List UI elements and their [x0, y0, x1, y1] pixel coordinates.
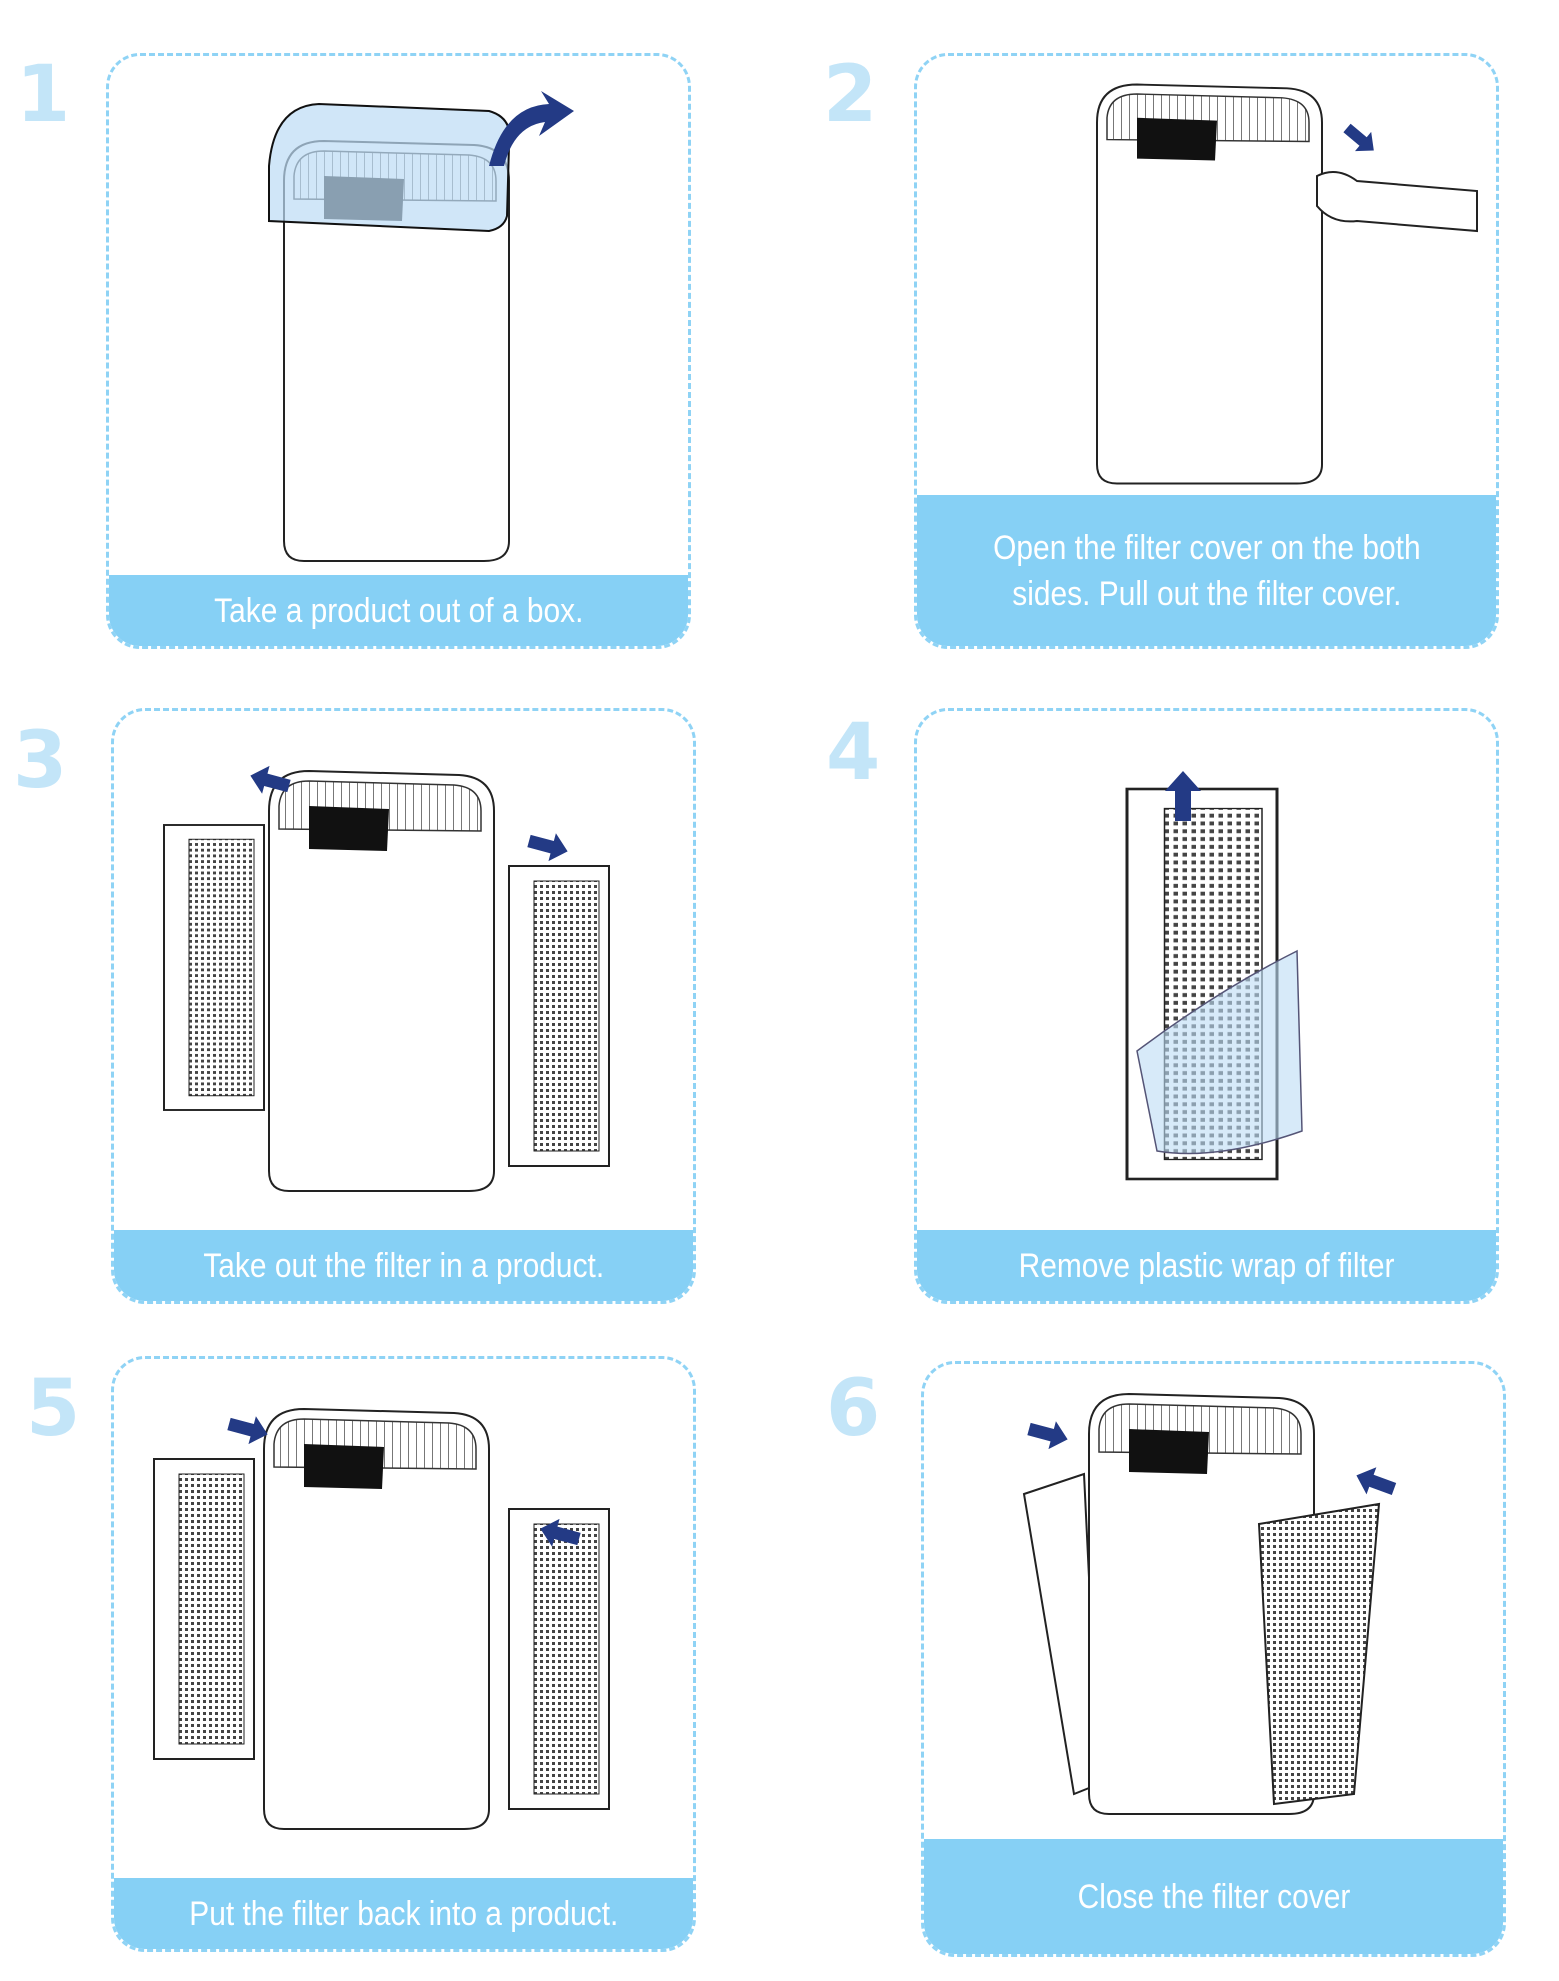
step-caption: Open the filter cover on the both sides.…	[917, 495, 1496, 646]
step-1-panel: Take a product out of a box.	[106, 53, 691, 649]
step-number: 5	[26, 1364, 81, 1454]
close-cover-illustration	[1022, 1393, 1399, 1815]
step-caption: Take out the filter in a product.	[114, 1230, 693, 1301]
step-caption: Put the filter back into a product.	[114, 1878, 693, 1949]
insert-filter-illustration	[153, 1408, 610, 1830]
step-5-panel: Put the filter back into a product.	[111, 1356, 696, 1952]
step-number: 2	[823, 50, 878, 140]
step-number: 3	[13, 716, 68, 806]
unwrap-filter-illustration	[1125, 771, 1303, 1181]
step-caption: Remove plastic wrap of filter	[917, 1230, 1496, 1301]
step-number: 4	[826, 708, 881, 798]
step-2-panel: Open the filter cover on the both sides.…	[914, 53, 1499, 649]
step-number: 6	[826, 1364, 881, 1454]
step-6-panel: Close the filter cover	[921, 1361, 1506, 1957]
open-cover-illustration	[1096, 83, 1478, 485]
right-arrow-icon	[525, 827, 572, 866]
purifier-unboxing-illustration	[268, 91, 574, 562]
step-3-panel: Take out the filter in a product.	[111, 708, 696, 1304]
step-caption: Take a product out of a box.	[109, 575, 688, 646]
left-arrow-icon	[1351, 1461, 1399, 1503]
step-caption: Close the filter cover	[924, 1839, 1503, 1954]
lift-arrow-icon	[489, 91, 574, 166]
step-4-panel: Remove plastic wrap of filter	[914, 708, 1499, 1304]
push-arrow-icon	[1338, 118, 1382, 161]
step-number: 1	[16, 50, 71, 140]
remove-filter-illustration	[163, 761, 610, 1192]
right-arrow-icon	[1025, 1415, 1072, 1454]
